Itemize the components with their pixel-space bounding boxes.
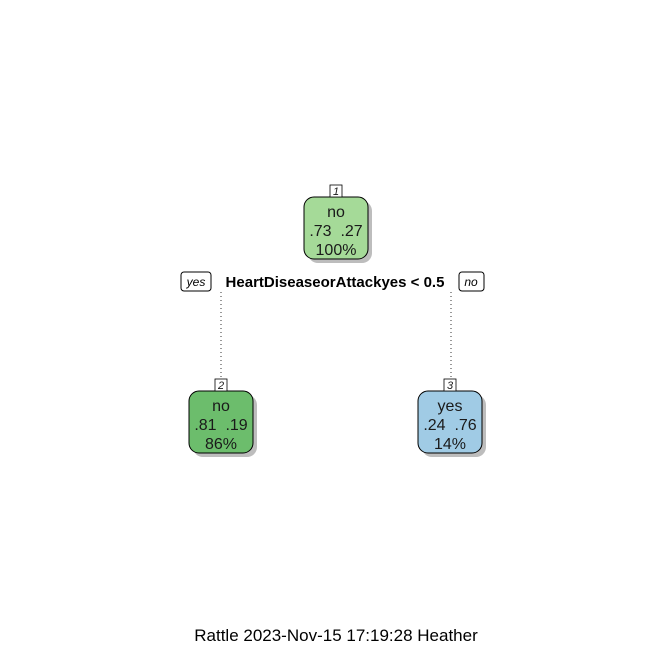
node-left-probs: .81 .19 [194, 417, 247, 434]
node-left-percent: 86% [205, 436, 237, 453]
no-label: no [464, 275, 478, 289]
node-root-number-box [329, 184, 343, 198]
node-left-class: no [212, 398, 230, 415]
node-right: 3 yes .24 .76 14% [417, 378, 486, 457]
node-right-percent: 14% [434, 436, 466, 453]
split: yes HeartDiseaseorAttackyes < 0.5 no [180, 271, 485, 292]
no-label-box [458, 271, 485, 292]
node-root-probs: .73 .27 [309, 223, 362, 240]
node-left-number: 2 [217, 380, 224, 392]
yes-label: yes [186, 275, 206, 289]
node-right-probs: .24 .76 [423, 417, 476, 434]
node-root: 1 no .73 .27 100% [303, 184, 372, 263]
node-root-class: no [327, 204, 345, 221]
yes-label-box [180, 271, 212, 292]
node-root-percent: 100% [316, 242, 357, 259]
node-right-number: 3 [447, 380, 454, 392]
split-condition: HeartDiseaseorAttackyes < 0.5 [226, 274, 445, 291]
node-left-number-box [214, 378, 228, 392]
node-right-class: yes [438, 398, 463, 415]
node-right-number-box [443, 378, 457, 392]
footer-caption: Rattle 2023-Nov-15 17:19:28 Heather [194, 626, 478, 645]
node-left: 2 no .81 .19 86% [188, 378, 257, 457]
node-root-number: 1 [333, 186, 339, 198]
